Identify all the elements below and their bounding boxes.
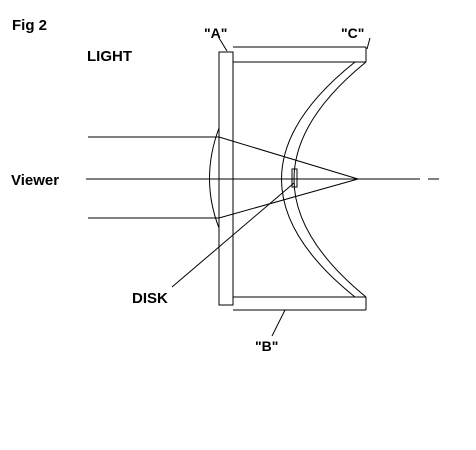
- label-a-leader: [218, 37, 228, 52]
- label-c: "C": [341, 25, 364, 41]
- label-light: LIGHT: [87, 48, 132, 65]
- disk: [291, 168, 298, 188]
- label-b: "B": [255, 338, 278, 354]
- mirror-inner-curve: [281, 61, 356, 298]
- lens-profile: [209, 127, 220, 229]
- disk-leader: [171, 182, 295, 288]
- front-plate-a: [218, 51, 234, 306]
- figure-title: Fig 2: [12, 17, 47, 34]
- label-b-leader: [271, 309, 286, 337]
- label-a: "A": [204, 25, 227, 41]
- label-c-leader: [366, 37, 371, 50]
- reflected-ray-bottom: [218, 178, 359, 219]
- mirror-outer-curve: [293, 61, 367, 298]
- label-viewer: Viewer: [11, 172, 59, 189]
- label-disk: DISK: [132, 290, 168, 307]
- reflected-ray-top: [218, 136, 359, 180]
